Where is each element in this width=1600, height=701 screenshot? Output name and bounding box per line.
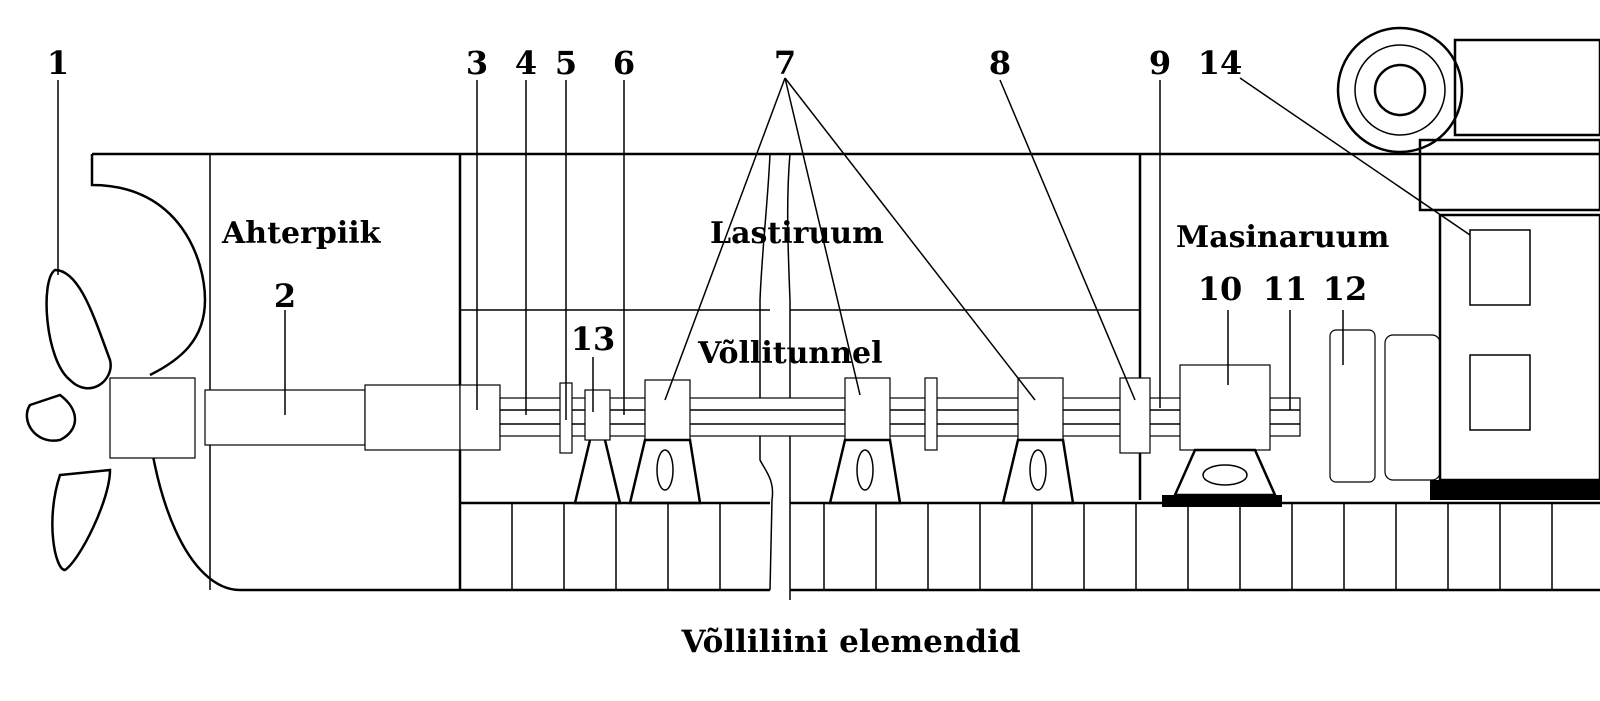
label-9: 9 [1149,44,1171,82]
leader-lines [57,77,1471,420]
room-aft-peak: Ahterpiik [221,216,382,251]
label-10: 10 [1198,270,1243,308]
label-6: 6 [613,44,635,82]
label-5: 5 [555,44,577,82]
label-7: 7 [774,44,796,82]
thrust-bearing-10 [1162,364,1282,507]
label-1: 1 [47,44,69,82]
room-shaft-tunnel: Võllitunnel [697,336,883,371]
label-13: 13 [571,320,616,358]
label-2: 2 [274,277,296,315]
label-4: 4 [515,44,537,82]
propeller [25,268,112,572]
bearing-7b [828,377,902,505]
label-8: 8 [989,44,1011,82]
label-3: 3 [466,44,488,82]
bearing-13 [573,389,622,505]
double-bottom-floors [459,503,1553,590]
main-engine [1336,26,1600,500]
room-engine-room: Masinaruum [1176,220,1390,255]
label-11: 11 [1263,270,1308,308]
diagram-caption: Võlliliini elemendid [680,624,1020,660]
label-12: 12 [1323,270,1368,308]
bearing-7c [1001,377,1075,505]
label-14: 14 [1198,44,1243,82]
bearings [573,329,1441,507]
room-cargo-hold: Lastiruum [710,216,884,251]
flywheel-12 [1329,329,1441,483]
shaft [109,377,1301,459]
bearing-7a [628,379,702,505]
